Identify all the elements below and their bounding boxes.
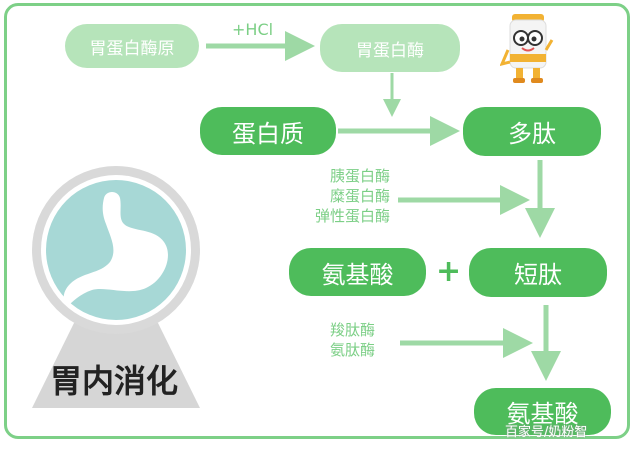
watermark: 百家号/奶粉智 — [505, 425, 588, 440]
node-amino-acid-2-label: 氨基酸 — [506, 400, 579, 428]
enzyme-trypsin: 胰蛋白酶 — [329, 167, 390, 185]
node-pepsinogen-label: 胃蛋白酶原 — [89, 38, 175, 59]
enzyme-chymotrypsin: 糜蛋白酶 — [329, 187, 390, 205]
milk-can-mascot-icon — [500, 14, 554, 83]
node-protein: 蛋白质 — [200, 107, 336, 155]
node-pepsin: 胃蛋白酶 — [320, 24, 460, 72]
node-oligopeptide-label: 短肽 — [514, 261, 562, 289]
node-protein-label: 蛋白质 — [232, 119, 304, 148]
node-polypeptide-label: 多肽 — [508, 120, 556, 148]
activator-label: +HCl — [232, 20, 274, 39]
node-polypeptide: 多肽 — [463, 107, 601, 156]
enzyme-carboxypeptidase: 羧肽酶 — [329, 321, 375, 339]
node-amino-acid-2: 氨基酸 — [474, 388, 611, 435]
node-amino-acid-1-label: 氨基酸 — [321, 260, 394, 289]
node-oligopeptide: 短肽 — [469, 248, 607, 297]
enzyme-group-2: 羧肽酶 氨肽酶 — [310, 320, 375, 360]
enzyme-group-1: 胰蛋白酶 糜蛋白酶 弹性蛋白酶 — [290, 166, 390, 226]
stomach-icon — [32, 166, 200, 408]
diagram-frame — [4, 3, 630, 439]
stomach-label: 胃内消化 — [49, 362, 178, 400]
node-amino-acid-1: 氨基酸 — [289, 248, 426, 296]
node-pepsinogen: 胃蛋白酶原 — [65, 24, 199, 68]
enzyme-aminopeptidase: 氨肽酶 — [329, 341, 375, 359]
enzyme-elastase: 弹性蛋白酶 — [314, 207, 390, 225]
node-pepsin-label: 胃蛋白酶 — [356, 40, 424, 61]
plus-sign: + — [436, 254, 462, 289]
